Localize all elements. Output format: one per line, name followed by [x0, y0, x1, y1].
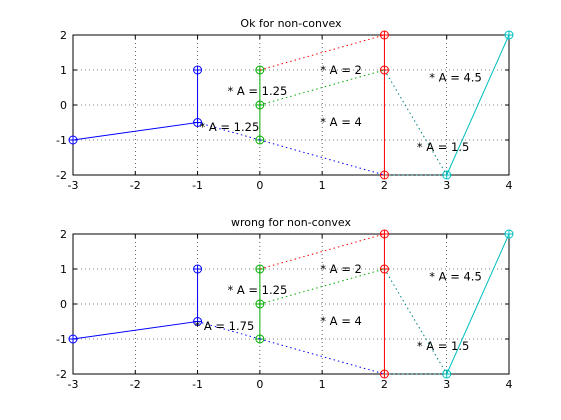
y-tick-label: -1 [56, 333, 67, 346]
series-4 [442, 229, 514, 379]
x-tick-label: 3 [443, 378, 450, 391]
area-annotation: * A = 2 [320, 262, 362, 276]
x-tick-label: -3 [68, 179, 79, 192]
x-tick-label: 1 [319, 378, 326, 391]
y-tick-label: 2 [60, 29, 67, 42]
y-tick-label: -2 [56, 169, 67, 182]
series-2 [255, 264, 265, 344]
series-5 [197, 321, 260, 340]
y-tick-label: 0 [60, 298, 67, 311]
area-annotation: * A = 1.25 [227, 84, 287, 98]
y-tick-label: 2 [60, 228, 67, 241]
area-annotation: * A = 1.5 [417, 339, 470, 353]
chart-title: wrong for non-convex [231, 216, 352, 229]
y-tick-label: 0 [60, 99, 67, 112]
area-annotation: * A = 1.5 [417, 140, 470, 154]
series-5 [197, 122, 260, 141]
x-tick-label: -1 [192, 179, 203, 192]
y-tick-label: 1 [60, 64, 67, 77]
area-annotation: * A = 4 [320, 115, 362, 129]
series-line [446, 34, 510, 176]
area-annotation: * A = 1.75 [194, 319, 254, 333]
chart-title: Ok for non-convex [240, 17, 342, 30]
x-tick-label: -1 [192, 378, 203, 391]
x-tick-label: -3 [68, 378, 79, 391]
x-tick-label: 0 [256, 378, 263, 391]
area-annotation: * A = 4.5 [429, 71, 482, 85]
area-annotation: * A = 1.25 [199, 120, 259, 134]
x-tick-label: 4 [506, 179, 513, 192]
x-tick-label: 2 [381, 179, 388, 192]
series-line [446, 233, 510, 375]
series-line [197, 321, 260, 340]
area-annotation: * A = 2 [320, 63, 362, 77]
x-tick-label: 3 [443, 179, 450, 192]
x-tick-label: 2 [381, 378, 388, 391]
area-annotation: * A = 4.5 [429, 270, 482, 284]
x-tick-label: -2 [130, 179, 141, 192]
y-tick-label: 1 [60, 263, 67, 276]
y-tick-label: -1 [56, 134, 67, 147]
area-annotation: * A = 4 [320, 314, 362, 328]
x-tick-label: 0 [256, 179, 263, 192]
y-tick-label: -2 [56, 368, 67, 381]
x-tick-label: 4 [506, 378, 513, 391]
series-4 [442, 30, 514, 180]
series-line [197, 122, 260, 141]
area-annotation: * A = 1.25 [227, 283, 287, 297]
x-tick-label: -2 [130, 378, 141, 391]
x-tick-label: 1 [319, 179, 326, 192]
